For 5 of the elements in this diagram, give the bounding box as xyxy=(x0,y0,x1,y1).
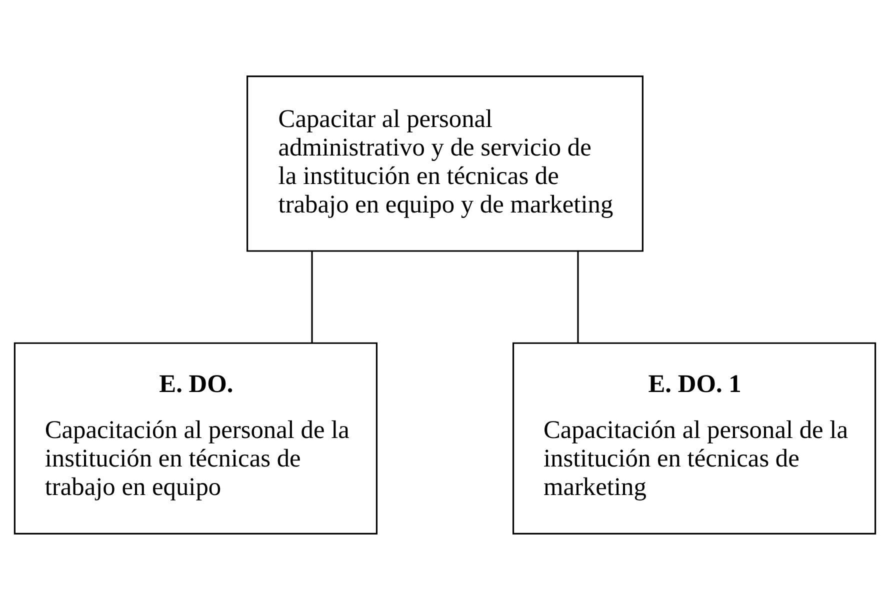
connector xyxy=(311,251,313,343)
node-box: Capacitar al personal administrativo y de servicio de la institución en técnicas de trabajo en equipo y de marketing xyxy=(246,76,644,252)
node-box: E. DO. Capacitación al personal de la institución en técnicas de trabajo en equipo xyxy=(14,342,378,534)
connector xyxy=(577,251,579,343)
node-box: E. DO. 1 Capacitación al personal de la institución en técnicas de marketing xyxy=(512,342,876,534)
